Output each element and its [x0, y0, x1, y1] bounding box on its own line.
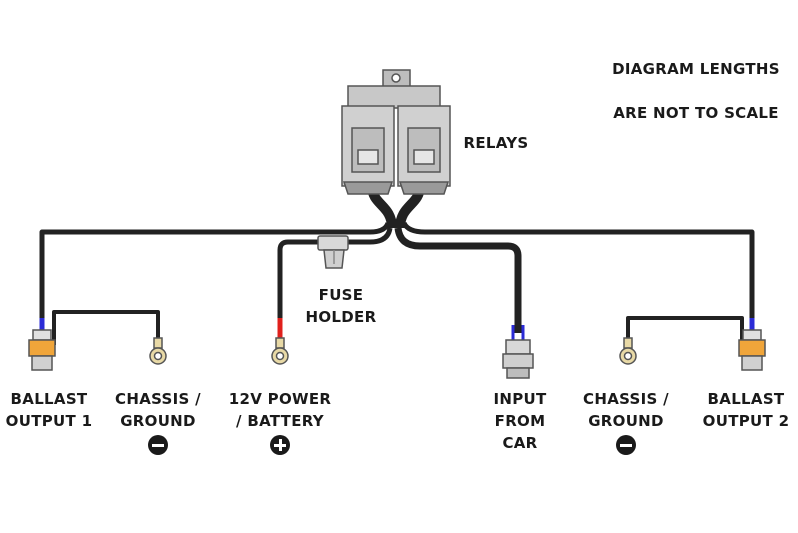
plus-icon: [270, 435, 290, 455]
minus-icon: [616, 435, 636, 455]
chassis-ground-1-label: CHASSIS / GROUND: [115, 390, 201, 430]
input-connector: [502, 339, 534, 379]
ballast-output-2-label: BALLAST OUTPUT 2: [702, 390, 790, 430]
ring-terminal-power: [271, 337, 289, 365]
scale-note: DIAGRAM LENGTHS ARE NOT TO SCALE: [606, 36, 786, 146]
wire-ground-2: [626, 316, 744, 345]
input-label: INPUT FROM CAR: [493, 390, 547, 452]
fuse-holder-label: FUSE HOLDER: [305, 286, 377, 326]
fuse-holder: [317, 235, 349, 269]
ballast-connector-1: [28, 329, 56, 371]
wire-harness: [39, 185, 755, 345]
ring-terminal-ground-1: [149, 337, 167, 365]
ring-terminal-ground-2: [619, 337, 637, 365]
minus-icon: [148, 435, 168, 455]
scale-note-line2: ARE NOT TO SCALE: [613, 104, 779, 122]
chassis-ground-2-label: CHASSIS / GROUND: [583, 390, 669, 430]
wire-ground-1: [52, 310, 160, 345]
relays-assembly: [341, 69, 451, 195]
ballast-output-1-label: BALLAST OUTPUT 1: [5, 390, 93, 430]
wire-input: [394, 227, 522, 333]
wire-end-input-blue: [511, 325, 525, 340]
relays-label: RELAYS: [463, 134, 529, 152]
ballast-connector-2: [738, 329, 766, 371]
wire-ballast-2: [401, 221, 755, 333]
scale-note-line1: DIAGRAM LENGTHS: [612, 60, 780, 78]
wire-power: [277, 227, 393, 330]
power-label: 12V POWER / BATTERY: [228, 390, 332, 430]
